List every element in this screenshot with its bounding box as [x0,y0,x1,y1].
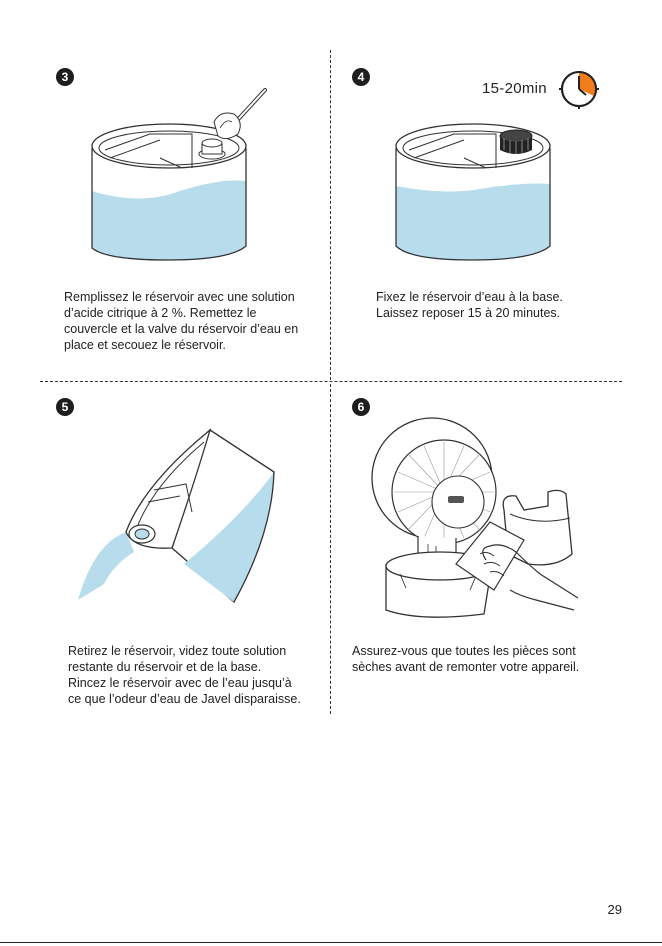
step-5-badge: 5 [56,398,74,416]
step-4-badge: 4 [352,68,370,86]
vertical-divider-bottom [330,384,331,714]
step-4-illustration [395,123,551,261]
step-6-badge: 6 [352,398,370,416]
page-number: 29 [607,902,622,917]
step-6-caption: Assurez-vous que toutes les pièces sont … [352,644,580,674]
timer-icon [559,71,599,109]
step-5-illustration [78,428,275,604]
step-6-illustration [371,417,579,618]
bottom-rule [0,942,662,943]
horizontal-divider [40,381,622,382]
step-5-caption: Retirez le réservoir, videz toute soluti… [68,644,301,706]
step-3-badge: 3 [56,68,74,86]
step-3-caption: Remplissez le réservoir avec une solutio… [64,290,299,352]
step-3-illustration [91,88,267,261]
timer-duration: 15-20min [482,80,547,97]
vertical-divider-top [330,50,331,380]
step-4-caption: Fixez le réservoir d’eau à la base. Lais… [376,290,563,320]
